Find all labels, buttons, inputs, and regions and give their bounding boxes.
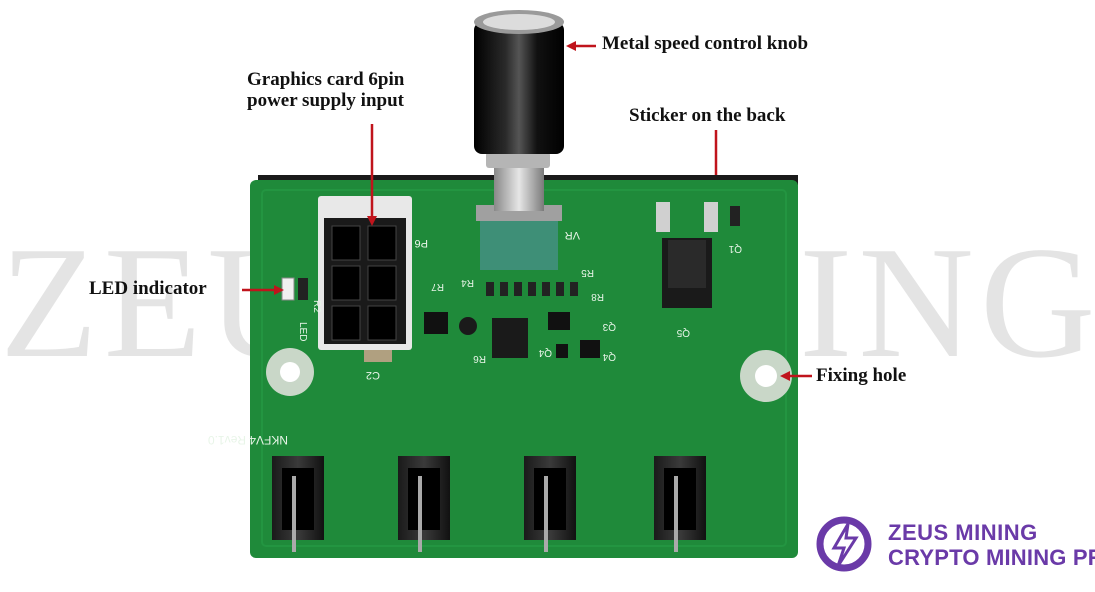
label-gpu-line2: power supply input (247, 89, 404, 111)
brand-logo-icon (816, 516, 872, 572)
label-gpu-line1: Graphics card 6pin (247, 69, 405, 90)
knob-shaft (494, 165, 544, 211)
capacitor-c1 (364, 350, 392, 362)
label-knob: Metal speed control knob (602, 33, 809, 54)
svg-text:Q1: Q1 (728, 243, 742, 254)
svg-text:R4: R4 (461, 277, 474, 288)
brand: ZEUS MINING CRYPTO MINING PRO (818, 516, 1095, 576)
fan-header-2 (398, 456, 450, 552)
svg-text:R8: R8 (591, 291, 604, 302)
brand-name: ZEUS MINING (888, 520, 1038, 545)
svg-text:R7: R7 (431, 281, 444, 292)
resistor-row (486, 282, 578, 296)
metal-knob (474, 22, 564, 154)
mosfet-q5 (656, 202, 718, 308)
brand-tagline: CRYPTO MINING PRO (888, 545, 1095, 570)
svg-text:VR: VR (565, 229, 580, 241)
fan-header-3 (524, 456, 576, 552)
potentiometer-base (480, 218, 558, 270)
svg-text:C2: C2 (366, 369, 380, 381)
silk-p6: P6 (415, 237, 428, 249)
svg-text:LED: LED (297, 322, 308, 341)
gpu-6pin-connector (318, 196, 412, 350)
svg-text:R5: R5 (581, 267, 594, 278)
annotation-arrows (242, 41, 812, 381)
svg-text:Q5: Q5 (676, 327, 690, 338)
label-gpu-input: Graphics card 6pin power supply input (247, 69, 405, 112)
fan-header-4 (654, 456, 706, 552)
fan-header-1 (272, 456, 324, 552)
svg-text:R6: R6 (473, 353, 486, 364)
model-text: NKFV4 Rev1.0 (208, 433, 288, 447)
label-led: LED indicator (89, 278, 207, 299)
svg-text:Q4: Q4 (602, 351, 616, 362)
svg-text:Q3: Q3 (602, 321, 616, 332)
ic-chip (492, 318, 528, 358)
label-fixing-hole: Fixing hole (816, 365, 907, 386)
svg-text:Q4: Q4 (538, 347, 552, 358)
label-sticker: Sticker on the back (629, 105, 786, 126)
svg-text:R2: R2 (311, 300, 322, 313)
